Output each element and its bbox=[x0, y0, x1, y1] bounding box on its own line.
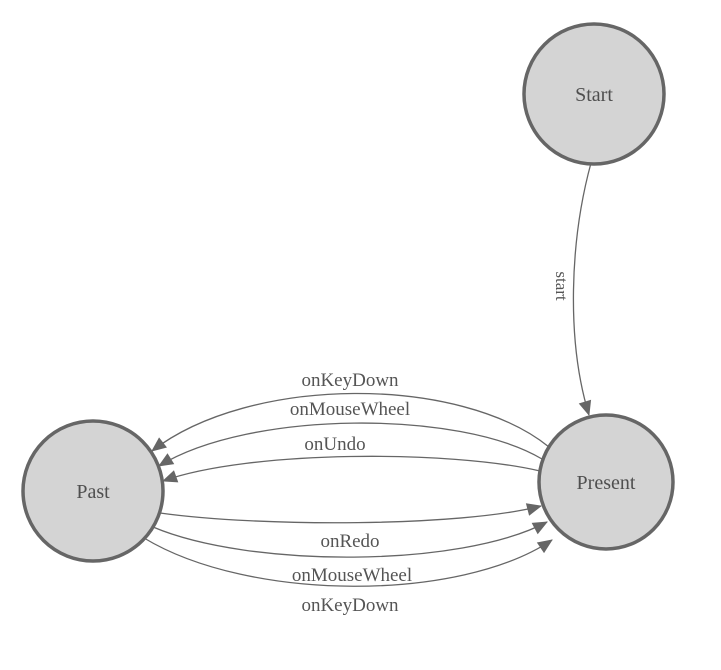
edge-start-to-present bbox=[572, 162, 592, 417]
node-present-circle[interactable] bbox=[537, 413, 675, 551]
node-start-circle[interactable] bbox=[522, 22, 666, 166]
node-present-label: Present bbox=[577, 472, 636, 494]
edge-label-onredo: onRedo bbox=[320, 531, 379, 552]
edge-label-onundo: onUndo bbox=[304, 434, 365, 455]
node-start[interactable]: Start bbox=[522, 22, 666, 166]
edge-labels-layer: start onKeyDown onMouseWheel onUndo onRe… bbox=[290, 271, 571, 616]
edge-present-to-past-onundo bbox=[162, 455, 541, 483]
edge-label-onmousewheel-top: onMouseWheel bbox=[290, 399, 410, 420]
edge-past-to-present-onkeydown bbox=[143, 537, 553, 587]
edge-present-to-past-onkeydown bbox=[151, 392, 550, 452]
edge-label-onkeydown-bottom: onKeyDown bbox=[301, 595, 399, 616]
node-present[interactable]: Present bbox=[537, 413, 675, 551]
edge-past-to-present-onredo bbox=[159, 503, 543, 524]
node-past-circle[interactable] bbox=[21, 419, 165, 563]
nodes-layer: Start Present Past bbox=[21, 22, 675, 563]
edge-label-onkeydown-top: onKeyDown bbox=[301, 370, 399, 391]
node-past-label: Past bbox=[76, 481, 110, 503]
node-past[interactable]: Past bbox=[21, 419, 165, 563]
node-start-label: Start bbox=[575, 84, 613, 106]
edge-label-start: start bbox=[552, 271, 571, 301]
edge-label-onmousewheel-bottom: onMouseWheel bbox=[292, 565, 412, 586]
edge-past-to-present-onmousewheel bbox=[152, 521, 548, 558]
edges-layer bbox=[143, 162, 592, 587]
edge-present-to-past-onmousewheel bbox=[158, 422, 543, 467]
